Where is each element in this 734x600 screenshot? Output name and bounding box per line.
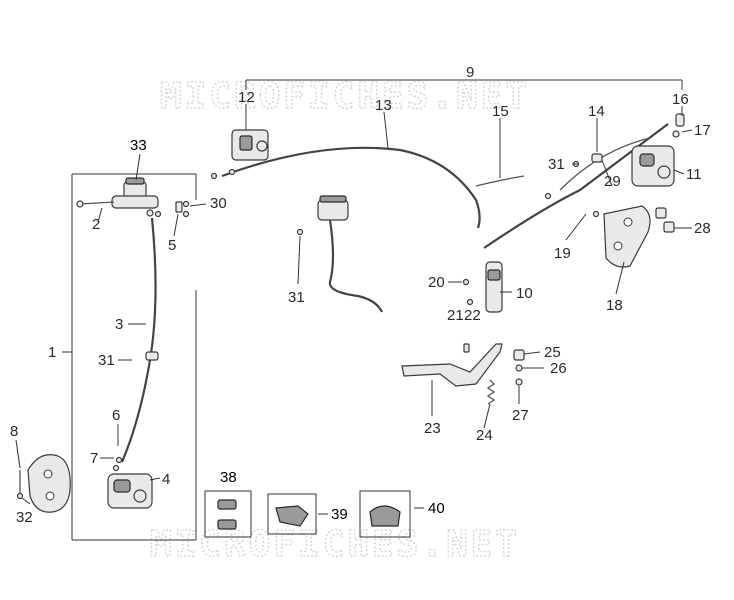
caliper-bracket bbox=[16, 454, 71, 513]
bolts-5-30 bbox=[175, 200, 190, 218]
callout-40: 40 bbox=[428, 500, 445, 517]
callout-28: 28 bbox=[694, 220, 711, 237]
callout-1: 1 bbox=[48, 344, 56, 361]
callout-17: 17 bbox=[694, 122, 711, 139]
callout-25: 25 bbox=[544, 344, 561, 361]
callout-39: 39 bbox=[331, 506, 348, 523]
callout-30: 30 bbox=[210, 195, 227, 212]
callout-4: 4 bbox=[162, 471, 170, 488]
callout-3: 3 bbox=[115, 316, 123, 333]
bracket-9 bbox=[245, 79, 683, 90]
callout-33: 33 bbox=[130, 137, 147, 154]
hose-clamp bbox=[145, 351, 159, 361]
brake-pads-39 bbox=[267, 493, 317, 535]
callout-38: 38 bbox=[220, 469, 237, 486]
callout-31-left: 31 bbox=[98, 352, 115, 369]
callout-31-middle: 31 bbox=[288, 289, 305, 306]
callout-15: 15 bbox=[492, 103, 509, 120]
group-box-1 bbox=[62, 173, 197, 541]
callout-2: 2 bbox=[92, 216, 100, 233]
callout-31-right: 31 bbox=[548, 156, 565, 173]
rear-caliper bbox=[631, 113, 685, 187]
brake-pads-38 bbox=[204, 490, 252, 538]
callout-22: 22 bbox=[464, 307, 481, 324]
callout-14: 14 bbox=[588, 103, 605, 120]
rear-reservoir bbox=[296, 195, 383, 313]
callout-20: 20 bbox=[428, 274, 445, 291]
watermark-bottom: MICROFICHES.NET bbox=[150, 524, 520, 565]
brake-pedal bbox=[401, 343, 525, 405]
callout-5: 5 bbox=[168, 237, 176, 254]
callout-27: 27 bbox=[512, 407, 529, 424]
callout-19: 19 bbox=[554, 245, 571, 262]
front-brake-hose bbox=[120, 217, 157, 463]
callout-18: 18 bbox=[606, 297, 623, 314]
callout-6: 6 bbox=[112, 407, 120, 424]
callout-29: 29 bbox=[604, 173, 621, 190]
callout-8: 8 bbox=[10, 423, 18, 440]
callout-13: 13 bbox=[375, 97, 392, 114]
watermark-top: MICROFICHES.NET bbox=[160, 76, 530, 117]
rear-hose-15 bbox=[475, 175, 525, 187]
rear-master-cylinder bbox=[462, 261, 503, 353]
callout-24: 24 bbox=[476, 427, 493, 444]
abs-unit bbox=[210, 129, 269, 180]
hose-clip-29 bbox=[591, 153, 603, 163]
callout-16: 16 bbox=[672, 91, 689, 108]
front-caliper bbox=[107, 456, 153, 509]
callout-11: 11 bbox=[686, 166, 702, 183]
rear-caliper-bracket bbox=[592, 205, 675, 268]
front-master-cylinder bbox=[76, 177, 162, 218]
rear-brake-hose-14 bbox=[483, 123, 669, 249]
callout-10: 10 bbox=[516, 285, 533, 302]
callout-23: 23 bbox=[424, 420, 441, 437]
rear-brake-hose-main bbox=[221, 146, 481, 229]
callout-32: 32 bbox=[16, 509, 33, 526]
brake-pads-40 bbox=[359, 490, 411, 538]
callout-9: 9 bbox=[466, 64, 474, 81]
callout-12: 12 bbox=[238, 89, 255, 106]
leader-lines bbox=[15, 104, 693, 515]
callout-7: 7 bbox=[90, 450, 98, 467]
bolt-31-right-b bbox=[544, 192, 552, 200]
callout-26: 26 bbox=[550, 360, 567, 377]
callout-21: 21 bbox=[447, 307, 464, 324]
